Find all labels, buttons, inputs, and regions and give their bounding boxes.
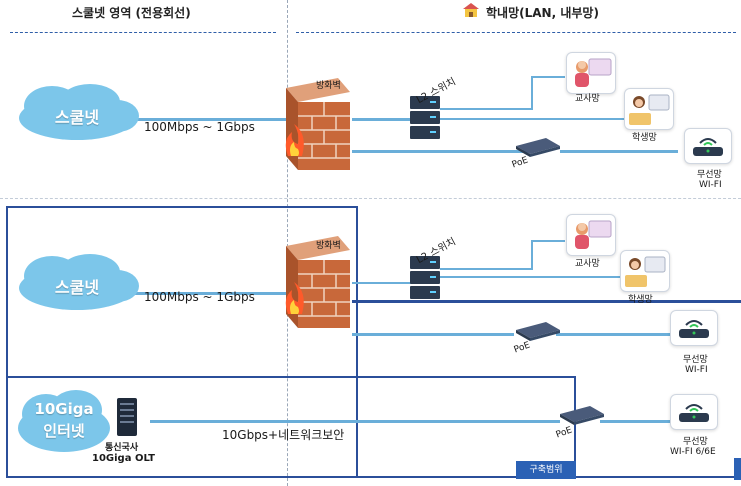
firewall-icon-bottom [278,236,358,328]
lan-header-label: 학내망(LAN, 내부망) [486,6,599,20]
wifi-bottom-label-1: WI-FI [685,365,708,375]
firewall-top-label: 방화벽 [316,81,341,91]
teacher-bottom-label: 교사망 [575,259,600,269]
olt-label-line1: 통신국사 [105,443,139,453]
area-header-schoolnet: 스쿨넷 영역 (전용회선) [72,6,191,20]
firewall-bottom-label: 방화벽 [316,241,341,251]
schoolnet-cloud-top: 스쿨넷 [12,82,142,144]
bottom-bandwidth-label: 100Mbps ~ 1Gbps [144,290,255,304]
bottom-uplink-line [130,292,290,295]
olt-server-icon [114,396,140,438]
giga-link-line [150,420,560,423]
bottom-fw-poe-line [352,333,514,336]
student-card-bottom [620,250,670,292]
giga-link-label: 10Gbps+네트워크보안 [222,428,345,442]
top-teacher-vertical [531,76,533,110]
poe-switch-icon-top [512,136,562,158]
student-card-top [624,88,674,130]
scope-right-edge [734,458,741,480]
top-student-branch [440,118,630,120]
student-top-label: 학생망 [632,133,657,143]
scope-bottom-frame [6,376,576,478]
wireless-top-label: 무선망 [697,170,722,180]
scope-badge: 구축범위 [516,461,576,479]
top-bandwidth-label: 100Mbps ~ 1Gbps [144,120,255,134]
l2-switch-icon-top [406,94,444,142]
student-bottom-label: 학생망 [628,295,653,305]
schoolnet-cloud-bottom-label: 스쿨넷 [54,278,100,297]
wireless-card-bottom-1 [670,310,718,346]
poe-switch-icon-bottom-2 [556,404,606,426]
giga-internet-cloud: 10Giga 인터넷 [14,386,114,456]
wireless-bottom-label-2: 무선망 [683,437,708,447]
l2-switch-icon-bottom [406,254,444,302]
wireless-card-bottom-2 [670,394,718,430]
bottom-student-branch [440,276,622,278]
bottom-switch-teacher-line [440,268,532,270]
area-divider [287,0,288,486]
bottom-teacher-branch [531,240,565,242]
giga-cloud-line2: 인터넷 [43,422,85,440]
top-teacher-branch [531,76,565,78]
wireless-bottom-label-1: 무선망 [683,355,708,365]
schoolnet-cloud-top-label: 스쿨넷 [54,108,100,127]
bottom-teacher-vertical [531,240,533,270]
top-uplink-line [130,118,290,121]
teacher-top-label: 교사망 [575,94,600,104]
lan-area-arrow [296,32,736,33]
schoolnet-area-arrow [10,32,276,33]
wireless-card-top [684,128,732,164]
wifi-top-label: WI-FI [699,180,722,190]
poe-switch-icon-bottom-1 [512,320,562,342]
area-header-lan: 학내망(LAN, 내부망) [463,3,599,21]
giga-cloud-line1: 10Giga [34,400,94,418]
top-section-separator [0,198,741,199]
teacher-card-bottom [566,214,616,256]
top-poe-wifi-line [560,150,678,153]
scope-top-bar [352,300,741,303]
olt-label-line2: 10Giga OLT [92,453,155,464]
firewall-icon-top [278,78,358,170]
school-icon [462,2,480,18]
teacher-card-top [566,52,616,94]
top-fw-poe-line [352,150,532,153]
scope-bottom-right-bar [576,476,741,478]
top-fw-switch-line [352,118,412,121]
bottom-fw-switch-line [352,282,412,284]
poe-bottom-label-1: PoE [512,340,532,356]
wifi-bottom-label-2: WI-FI 6/6E [670,447,716,457]
bottom-poe-wifi-line [556,333,670,336]
schoolnet-cloud-bottom: 스쿨넷 [12,252,142,314]
giga-poe-wifi-line [600,420,670,423]
top-switch-teacher-line [440,108,532,110]
